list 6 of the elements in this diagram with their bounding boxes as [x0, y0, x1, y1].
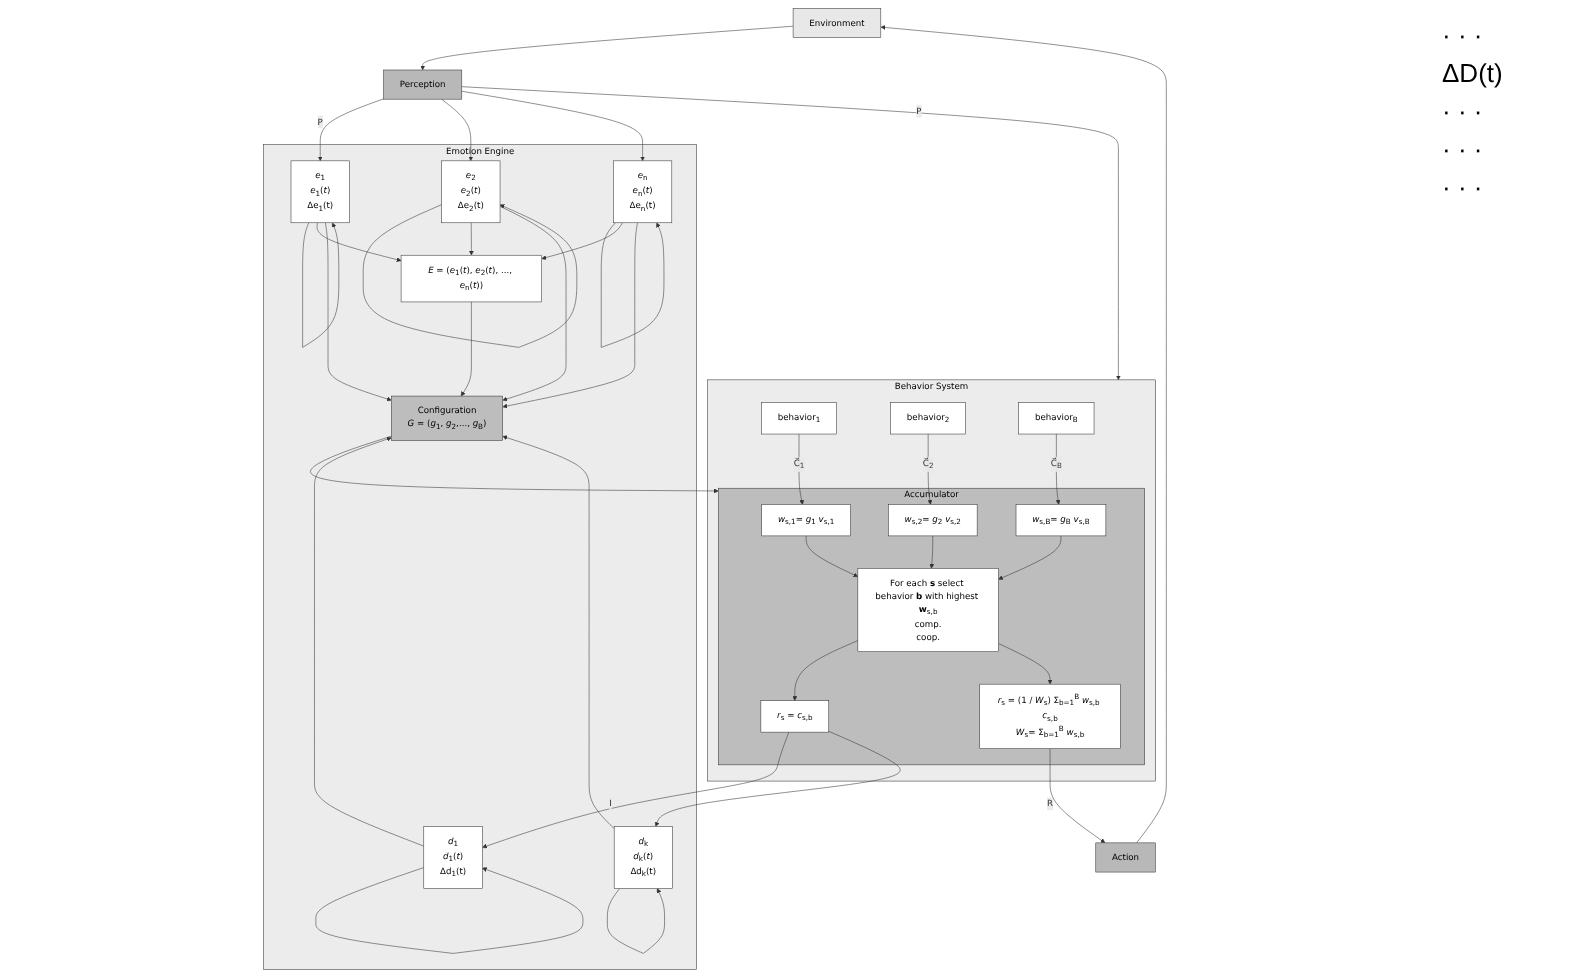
note-label: · · · — [1442, 172, 1485, 202]
note-label: · · · — [1442, 96, 1485, 126]
arrow — [302, 222, 340, 348]
note-label: ΔD(t) — [1442, 58, 1505, 88]
note-label: · · · — [1442, 20, 1485, 50]
note-label: · · · — [1442, 134, 1485, 164]
